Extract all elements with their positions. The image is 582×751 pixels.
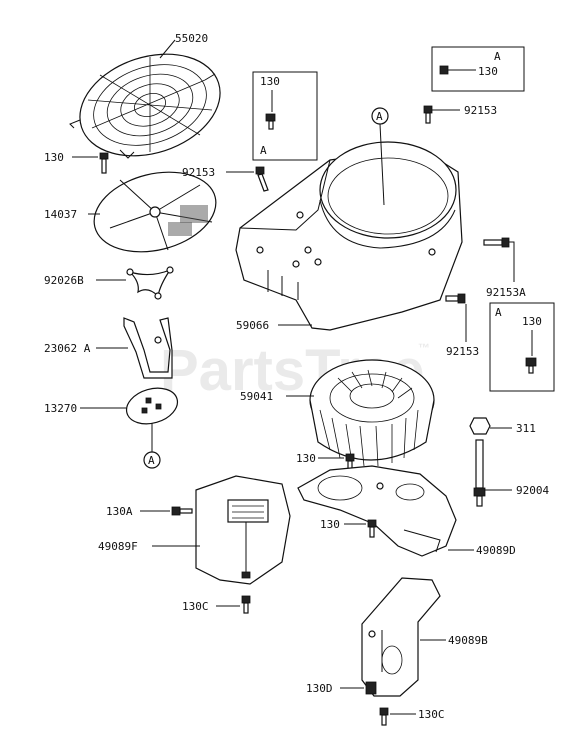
label-14037: 14037 — [44, 208, 77, 221]
inset-top-right-letter: A — [494, 50, 501, 63]
spring-plate-part[interactable] — [126, 266, 174, 300]
label-13270: 13270 — [44, 402, 77, 415]
label-130A: 130A — [106, 505, 133, 518]
label-92153-top: 92153 — [464, 104, 497, 117]
inset-top-right-screw — [439, 65, 476, 75]
inset-left-screw — [265, 90, 276, 130]
screw-92153-top-part[interactable] — [423, 105, 433, 124]
callout-a-letter-housing: A — [376, 110, 383, 123]
label-49089F: 49089F — [98, 540, 138, 553]
cover-49089F-part[interactable] — [195, 475, 291, 585]
cover-49089B-part[interactable] — [361, 577, 441, 697]
label-55020: 55020 — [175, 32, 208, 45]
inset-left-letter: A — [260, 144, 267, 157]
screw-92153-mid-part[interactable] — [255, 166, 269, 192]
inset-left-part: 130 — [260, 75, 280, 88]
flywheel-fan-part[interactable] — [309, 359, 435, 467]
callout-a-circle — [143, 451, 161, 469]
label-130-mid: 130 — [296, 452, 316, 465]
screw-130A-part[interactable] — [171, 506, 193, 516]
fan-guard-part[interactable] — [67, 37, 234, 173]
inset-top-right-part: 130 — [478, 65, 498, 78]
screw-130-part[interactable] — [99, 152, 109, 174]
screen-disc-part[interactable] — [86, 160, 225, 264]
label-49089D: 49089D — [476, 544, 516, 557]
screw-130C-a-part[interactable] — [241, 595, 251, 614]
shroud-49089D-part[interactable] — [297, 465, 457, 557]
label-130-low: 130 — [320, 518, 340, 531]
label-59041: 59041 — [240, 390, 273, 403]
nut-311-part[interactable] — [469, 417, 491, 435]
stud-92004-part[interactable] — [473, 439, 486, 507]
bracket-part[interactable] — [123, 317, 173, 379]
label-130C-a: 130C — [182, 600, 209, 613]
plate-13270-part[interactable] — [122, 382, 181, 429]
label-130C-b: 130C — [418, 708, 445, 721]
callout-a-letter: A — [148, 454, 155, 467]
screw-92153-low-part[interactable] — [445, 293, 466, 304]
label-92153-mid: 92153 — [182, 166, 215, 179]
blower-housing-part[interactable] — [235, 141, 463, 331]
label-92026B: 92026B — [44, 274, 84, 287]
screw-130D-part[interactable] — [365, 681, 377, 695]
screw-130C-b-part[interactable] — [379, 707, 389, 726]
screw-130-low-part[interactable] — [367, 519, 377, 538]
label-311: 311 — [516, 422, 536, 435]
inset-box-right — [489, 302, 555, 392]
watermark-tm: ™ — [418, 341, 430, 355]
label-23062A: 23062 A — [44, 342, 91, 355]
label-92004: 92004 — [516, 484, 549, 497]
inset-right-part: 130 — [522, 315, 542, 328]
inset-right-screw — [525, 330, 537, 374]
label-92153A: 92153A — [486, 286, 526, 299]
inset-right-letter: A — [495, 306, 502, 319]
label-130D: 130D — [306, 682, 333, 695]
callout-a-circle-housing — [371, 107, 389, 125]
label-59066: 59066 — [236, 319, 269, 332]
label-130-top: 130 — [44, 151, 64, 164]
screw-92153A-part[interactable] — [483, 237, 510, 248]
inset-box-left — [252, 71, 318, 161]
inset-box-top-right — [431, 46, 525, 92]
label-92153-low: 92153 — [446, 345, 479, 358]
label-49089B: 49089B — [448, 634, 488, 647]
